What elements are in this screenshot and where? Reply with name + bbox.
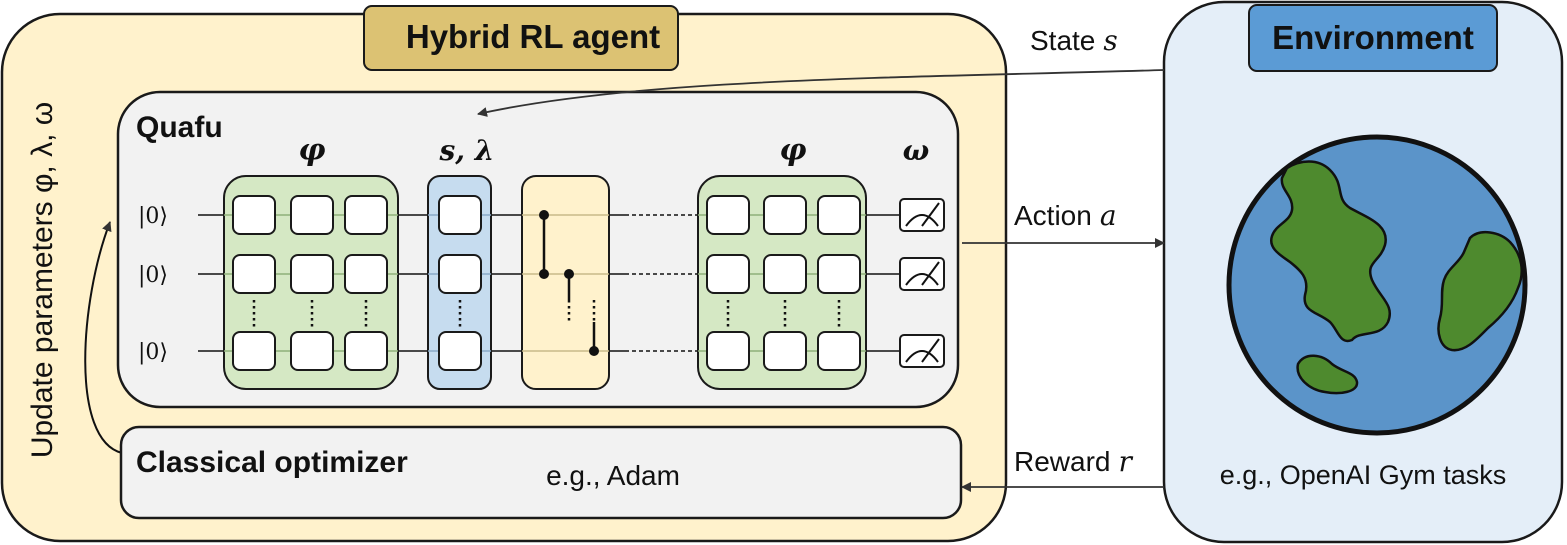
- gate-grid-1: [232, 195, 388, 371]
- reward-symbol: r: [1118, 445, 1133, 478]
- reward-word: Reward: [1014, 446, 1110, 477]
- optimizer-title: Classical optimizer: [136, 446, 408, 479]
- update-feedback-arrow: [84, 221, 123, 454]
- qubit-label-1: |0⟩: [138, 204, 168, 229]
- entangling-block: [521, 175, 610, 390]
- optimizer-example: e.g., Adam: [546, 460, 680, 491]
- variational-1-label: φ: [298, 133, 325, 168]
- qubit-label-2: |0⟩: [138, 263, 168, 288]
- environment-panel: Environment e.g., OpenAI Gym tasks: [1162, 0, 1564, 544]
- update-parameters-label: Update parameters φ, λ, ω: [26, 102, 59, 458]
- globe-icon: [1226, 134, 1528, 436]
- action-symbol: a: [1100, 199, 1117, 232]
- variational-block-2: [697, 175, 867, 390]
- state-word: State: [1030, 25, 1095, 56]
- quafu-title: Quafu: [136, 111, 223, 144]
- meter-icon: [899, 334, 945, 368]
- action-word: Action: [1014, 200, 1092, 231]
- agent-title: Hybrid RL agent: [406, 18, 660, 55]
- measurement-meters: [899, 198, 945, 368]
- qubit-wires: [198, 214, 900, 352]
- environment-example: e.g., OpenAI Gym tasks: [1220, 460, 1507, 490]
- agent-title-box: [363, 5, 679, 71]
- qubit-label-3: |0⟩: [138, 340, 168, 365]
- variational-block-1: [223, 175, 399, 390]
- environment-title: Environment: [1272, 19, 1474, 56]
- gate-grid-2: [706, 195, 861, 371]
- environment-title-box: [1248, 4, 1498, 72]
- state-symbol: s: [1103, 24, 1117, 57]
- quafu-circuit-panel: Quafu |0⟩ |0⟩ |0⟩: [116, 90, 960, 409]
- measurement-label: ω: [903, 134, 930, 167]
- meter-icon: [899, 198, 945, 232]
- variational-2-label: φ: [779, 133, 806, 168]
- encoding-block: [427, 175, 492, 390]
- encoding-label: s, λ: [439, 134, 495, 167]
- meter-icon: [899, 257, 945, 291]
- classical-optimizer-panel: Classical optimizer e.g., Adam: [119, 425, 963, 520]
- state-arrow: [477, 69, 1165, 117]
